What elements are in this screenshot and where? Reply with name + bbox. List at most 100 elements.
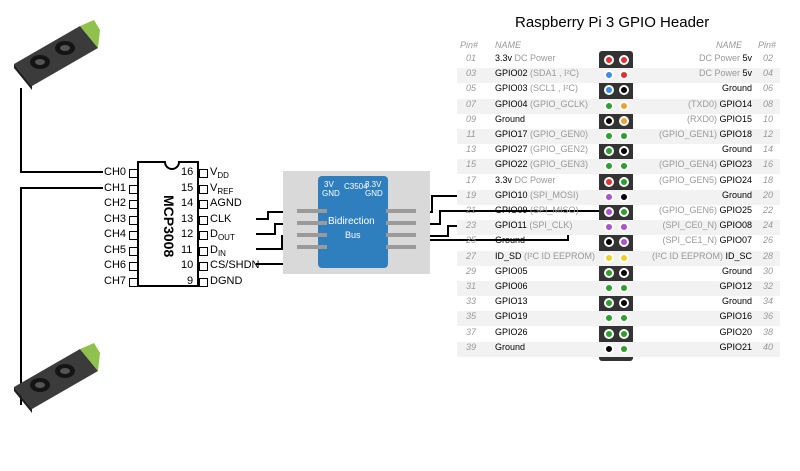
- chip-pin-box: [199, 246, 208, 256]
- gpio-pin-dot: [604, 298, 614, 309]
- converter-pin-left-2: GND: [322, 189, 340, 198]
- gpio-pin-dot: [604, 85, 614, 96]
- gpio-pin-dot: [619, 207, 629, 217]
- gpio-pin-dot: [619, 85, 629, 96]
- col-header-name-right: NAME: [716, 40, 743, 50]
- gpio-pin-number-left: 31: [465, 281, 476, 291]
- gpio-name-left: GPIO17 (GPIO_GEN0): [495, 129, 588, 139]
- gpio-name: 5v: [742, 68, 752, 79]
- gpio-pin-number-right: 24: [762, 220, 773, 231]
- gpio-name-left: ID_SD (I²C ID EEPROM): [495, 251, 595, 261]
- gpio-name-left: GPIO05: [495, 266, 528, 276]
- chip-pin-number: 11: [181, 243, 193, 256]
- gpio-pin-dot: [619, 131, 629, 141]
- wire-sensor1-ch0: [20, 88, 103, 173]
- chip-pin-din: DIN: [210, 243, 226, 258]
- gpio-pin-number-right: 12: [762, 129, 773, 139]
- gpio-name-right: DC Power 5v: [699, 68, 752, 78]
- chip-pin-dgnd: DGND: [210, 274, 243, 287]
- converter-label-bottom: Bus: [345, 230, 361, 240]
- gpio-pin-dot: [604, 343, 614, 354]
- gpio-pin-dot: [619, 146, 629, 157]
- gpio-name-right: (I²C ID EEPROM) ID_SC: [652, 251, 752, 261]
- gpio-pin-number-left: 01: [465, 53, 476, 63]
- gpio-pin-dot: [604, 237, 614, 248]
- gpio-name-left: GPIO09 (SPI_MISO): [495, 205, 579, 215]
- gpio-pin-dot: [604, 55, 614, 65]
- gpio-pin-number-right: 04: [762, 68, 773, 79]
- gpio-name: Ground: [721, 296, 752, 307]
- gpio-pin-number-left: 15: [465, 159, 476, 170]
- chip-pin-ch2: CH2: [104, 197, 127, 209]
- gpio-alt-function: (I²C ID EEPROM): [521, 250, 596, 261]
- gpio-alt-function: (GPIO_GEN0): [527, 129, 589, 139]
- col-header-pin-left: Pin#: [460, 40, 479, 50]
- chip-pin-subscript: OUT: [217, 233, 235, 243]
- gpio-pin-dot: [604, 70, 614, 81]
- gpio-pin-dot: [604, 100, 614, 111]
- gpio-name: GPIO17: [495, 129, 528, 139]
- gpio-pin-number-left: 35: [465, 311, 476, 322]
- chip-pin-csshdn: CS/SHDN: [210, 259, 260, 271]
- gpio-name-right: Ground: [722, 296, 752, 306]
- gpio-pin-number-right: 40: [762, 341, 773, 352]
- gpio-pin-dot: [619, 328, 629, 339]
- gpio-pin-dot: [619, 100, 629, 111]
- gpio-pin-dot: [619, 161, 629, 172]
- chip-pin-ch4: CH4: [104, 228, 127, 240]
- gpio-pin-number-right: 26: [762, 235, 773, 246]
- converter-label-top: Bidirection: [328, 216, 375, 227]
- gpio-name: GPIO05: [495, 265, 528, 276]
- gpio-alt-function: (SPI_CLK): [526, 220, 573, 231]
- chip-pin-ch6: CH6: [104, 259, 127, 271]
- gpio-name-left: Ground: [495, 114, 525, 124]
- gpio-name-left: GPIO27 (GPIO_GEN2): [495, 144, 588, 154]
- gpio-pin-number-right: 14: [762, 144, 773, 155]
- gpio-name: GPIO22: [495, 159, 528, 170]
- gpio-name: GPIO19: [495, 311, 528, 322]
- chip-pin-box: [199, 169, 208, 178]
- gpio-name: 3.3v: [495, 174, 513, 185]
- gpio-pin-number-left: 09: [465, 113, 476, 124]
- gpio-pin-dot: [619, 252, 629, 263]
- gpio-name: GPIO16: [719, 311, 752, 322]
- gpio-name: GPIO26: [495, 326, 528, 337]
- gpio-pin-dot: [604, 267, 614, 278]
- gpio-name: GPIO09: [495, 205, 528, 215]
- gpio-name-right: Ground: [722, 144, 752, 154]
- gpio-name-right: (SPI_CE1_N) GPIO07: [662, 235, 752, 245]
- gpio-pin-dot: [604, 115, 614, 126]
- gpio-pin-number-right: 20: [762, 189, 773, 200]
- gpio-alt-function: DC Power: [512, 53, 556, 63]
- gpio-pin-dot: [619, 283, 629, 293]
- gpio-name: GPIO21: [719, 341, 752, 352]
- gpio-name: GPIO11: [495, 220, 527, 231]
- gpio-pin-number-right: 36: [762, 311, 773, 322]
- gpio-name: GPIO14: [719, 98, 752, 109]
- gpio-name-right: (GPIO_GEN4) GPIO23: [659, 159, 752, 169]
- gpio-pin-number-left: 23: [465, 220, 476, 231]
- chip-pin-vdd: VDD: [210, 166, 229, 181]
- gpio-pin-number-right: 08: [762, 98, 773, 109]
- gpio-pin-dot: [604, 191, 614, 202]
- gpio-alt-function: (GPIO_GEN1): [658, 129, 720, 139]
- mcp3008-chip: MCP3008: [137, 161, 199, 287]
- chip-pin-number: 10: [181, 259, 194, 271]
- distance-sensor-bottom: [14, 343, 100, 413]
- gpio-pin-number-right: 10: [762, 113, 773, 124]
- gpio-alt-function: (SCL1 , I²C): [527, 83, 579, 94]
- gpio-name: GPIO15: [719, 113, 752, 124]
- gpio-pin-dot: [604, 131, 614, 141]
- gpio-pin-dot: [619, 176, 629, 187]
- gpio-pin-dot: [619, 222, 629, 233]
- chip-notch: [164, 161, 180, 170]
- gpio-pin-number-right: 32: [762, 281, 773, 291]
